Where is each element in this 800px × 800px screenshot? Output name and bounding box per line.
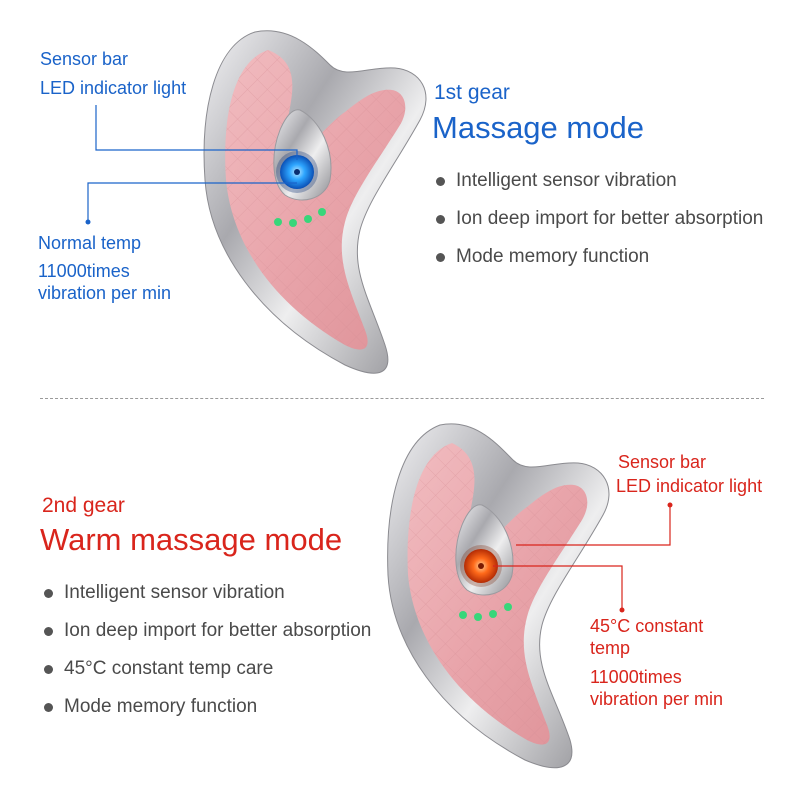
bullet-icon bbox=[44, 702, 53, 712]
vibration-count-text: 11000times bbox=[38, 261, 130, 281]
bullet-icon bbox=[436, 214, 445, 224]
top-green-indicator-dots bbox=[274, 208, 326, 227]
list-item: Intelligent sensor vibration bbox=[44, 574, 371, 612]
bottom-feature-list: Intelligent sensor vibration Ion deep im… bbox=[44, 574, 371, 726]
list-item: Ion deep import for better absorption bbox=[44, 612, 371, 650]
constant-temp-text: 45°C constant bbox=[590, 616, 704, 636]
bullet-icon bbox=[436, 176, 445, 186]
top-sensor-label: Sensor bar LED indicator light bbox=[40, 48, 186, 99]
bottom-sensor-label: Sensor bar bbox=[618, 451, 706, 473]
list-item: Mode memory function bbox=[44, 688, 371, 726]
vibration-unit-text: vibration per min bbox=[38, 283, 172, 303]
top-mode-title: Massage mode bbox=[432, 110, 644, 145]
sensor-bar-text: Sensor bar bbox=[618, 452, 707, 472]
list-item: 45°C constant temp care bbox=[44, 650, 371, 688]
list-item: Intelligent sensor vibration bbox=[436, 162, 763, 200]
sensor-bar-text: Sensor bar bbox=[40, 49, 129, 69]
top-temp-label: Normal temp 11000times vibration per min bbox=[38, 232, 171, 304]
top-gear-label: 1st gear bbox=[434, 81, 510, 104]
bullet-icon bbox=[44, 664, 53, 674]
bottom-temp-label: 45°C constant temp 11000times vibration … bbox=[590, 615, 723, 710]
normal-temp-text: Normal temp bbox=[38, 233, 142, 253]
top-device-image bbox=[203, 30, 427, 374]
bullet-icon bbox=[436, 252, 445, 262]
bullet-icon bbox=[44, 588, 53, 598]
led-indicator-text: LED indicator light bbox=[616, 476, 763, 496]
led-indicator-text: LED indicator light bbox=[40, 78, 187, 98]
bottom-green-indicator-dots bbox=[459, 603, 512, 621]
section-divider bbox=[40, 398, 764, 399]
bottom-gear-label: 2nd gear bbox=[42, 494, 125, 517]
list-item: Ion deep import for better absorption bbox=[436, 200, 763, 238]
bottom-device-image bbox=[387, 423, 610, 769]
top-feature-list: Intelligent sensor vibration Ion deep im… bbox=[436, 162, 763, 276]
vibration-unit-text: vibration per min bbox=[590, 689, 724, 709]
bottom-mode-title: Warm massage mode bbox=[40, 522, 343, 557]
top-leader-lines bbox=[87, 105, 298, 222]
bottom-led-label: LED indicator light bbox=[616, 475, 762, 497]
bottom-leader-lines bbox=[493, 505, 671, 610]
bullet-icon bbox=[44, 626, 53, 636]
temp-text: temp bbox=[590, 638, 631, 658]
vibration-count-text: 11000times bbox=[590, 667, 682, 687]
list-item: Mode memory function bbox=[436, 238, 763, 276]
